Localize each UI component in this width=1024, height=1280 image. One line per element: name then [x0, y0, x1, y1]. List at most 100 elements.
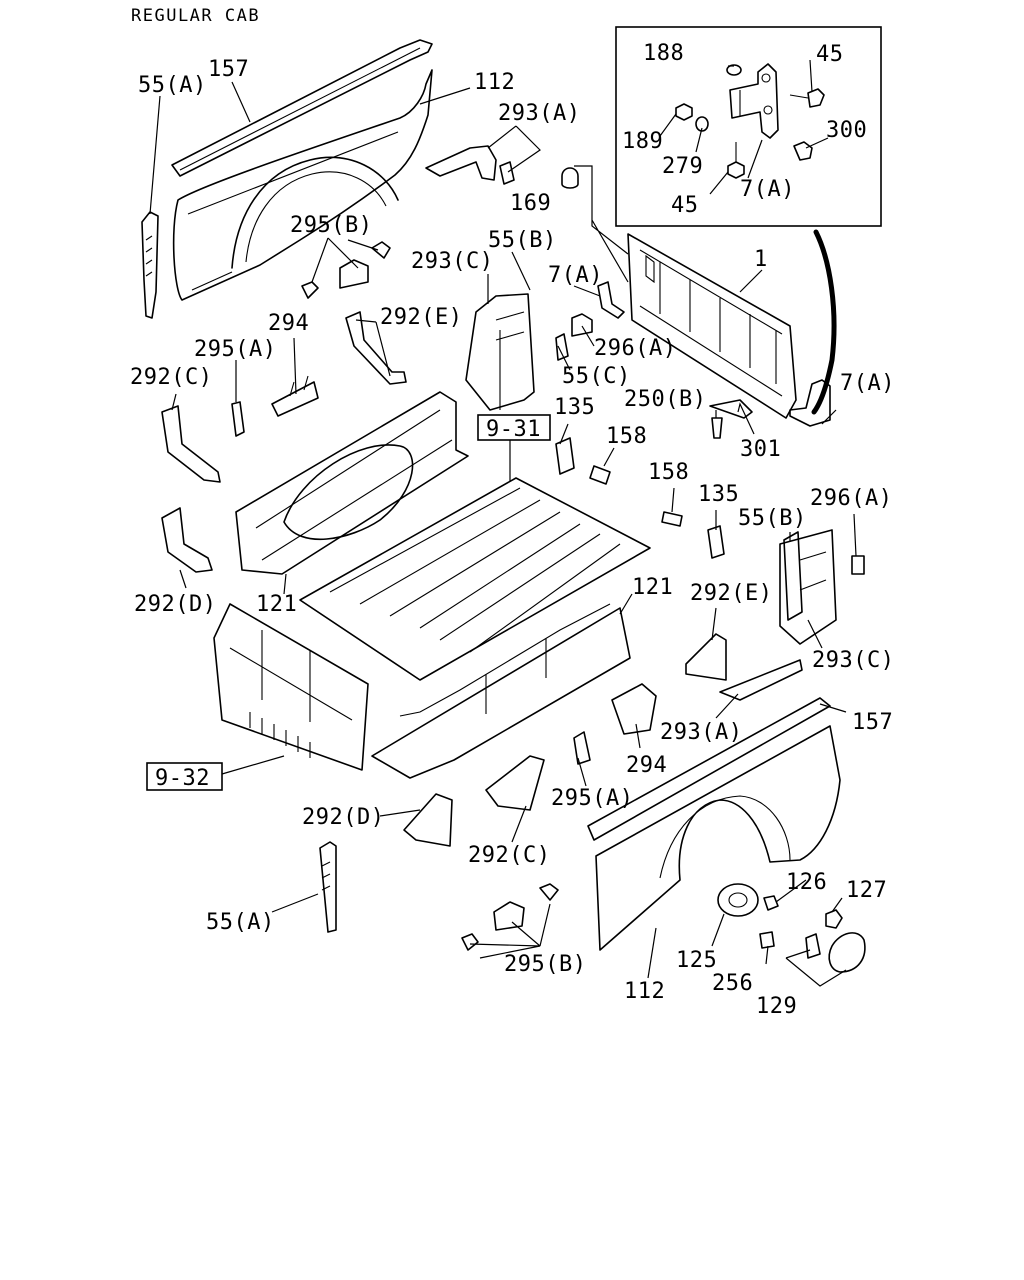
- hinge-7a-right: [789, 379, 831, 427]
- part-labels: 55(A) 157 112 293(A) 188 45 189 279 300 …: [130, 41, 895, 1019]
- ref-box-9-32: [146, 762, 223, 791]
- bracket-135-upper: [555, 437, 575, 475]
- bracket-301: [709, 399, 753, 419]
- label-293c: 293(C): [411, 249, 493, 274]
- bolt-158-mid: [661, 511, 683, 527]
- plug-169: [561, 167, 579, 189]
- label-295a: 295(A): [551, 786, 633, 811]
- side-rail-left-157: [171, 39, 433, 177]
- bracket-292d-lower: [403, 793, 453, 847]
- screw-250b: [711, 417, 723, 439]
- label-292c: 292(C): [130, 365, 212, 390]
- clip-296a-right: [851, 555, 865, 575]
- bracket-294-upper: [271, 375, 319, 417]
- bracket-292e-upper: [345, 311, 407, 385]
- fuel-door-129: [828, 932, 866, 973]
- label-293a: 293(A): [660, 720, 742, 745]
- bolt-127: [825, 909, 843, 929]
- ref-box-9-31: [477, 414, 551, 441]
- fender-left-112: [172, 69, 433, 301]
- label-292e: 292(E): [690, 581, 772, 606]
- seal-left-55a: [141, 211, 159, 319]
- side-rail-right-157: [587, 697, 831, 841]
- label-135: 135: [698, 482, 739, 507]
- label-169: 169: [510, 191, 551, 216]
- label-112: 112: [474, 70, 515, 95]
- clip-295a-lower: [573, 731, 591, 765]
- panel-293c-upper: [465, 293, 535, 411]
- label-7a: 7(A): [740, 177, 795, 202]
- label-1: 1: [754, 247, 768, 272]
- label-45: 45: [816, 42, 844, 67]
- clip-296a-upper: [571, 313, 593, 337]
- fender-right-112: [595, 725, 841, 951]
- label-127: 127: [846, 878, 887, 903]
- panel-293c-lower: [779, 529, 837, 645]
- seal-left-55a-lower: [319, 841, 337, 933]
- label-188: 188: [643, 41, 684, 66]
- label-55a: 55(A): [138, 73, 207, 98]
- clip-295a-upper: [231, 401, 245, 437]
- label-295b: 295(B): [290, 213, 372, 238]
- label-55b: 55(B): [738, 506, 807, 531]
- label-301: 301: [740, 437, 781, 462]
- bed-side-panel-121: [371, 603, 631, 779]
- label-157: 157: [208, 57, 249, 82]
- label-135: 135: [554, 395, 595, 420]
- clips-295b-lower: [493, 901, 525, 931]
- label-129: 129: [756, 994, 797, 1019]
- tailgate-1: [627, 233, 797, 419]
- bolt-158-upper: [589, 465, 611, 485]
- label-296a: 296(A): [810, 486, 892, 511]
- label-294: 294: [626, 753, 667, 778]
- label-55b: 55(B): [488, 228, 557, 253]
- hinge-129: [805, 933, 821, 959]
- bracket-7a-mid: [597, 281, 625, 319]
- label-158: 158: [648, 460, 689, 485]
- diagram-header: REGULAR CAB: [131, 6, 260, 26]
- bracket-292c-lower: [485, 755, 545, 811]
- label-293a: 293(A): [498, 101, 580, 126]
- clip-295b-lower-right: [539, 883, 559, 901]
- label-292e: 292(E): [380, 305, 462, 330]
- clips-295b-upper: [301, 241, 391, 299]
- label-294: 294: [268, 311, 309, 336]
- bracket-292d-upper: [161, 507, 213, 573]
- seal-55b-right: [783, 531, 803, 621]
- label-279: 279: [662, 154, 703, 179]
- bolt-126: [763, 895, 779, 911]
- label-295b: 295(B): [504, 952, 586, 977]
- clip-295b-lower-left: [461, 933, 479, 951]
- leader-lines: [149, 59, 857, 987]
- label-7a: 7(A): [840, 371, 895, 396]
- label-55a: 55(A): [206, 910, 275, 935]
- tailgate-strap: [811, 229, 837, 415]
- bracket-293a-upper: [425, 145, 515, 185]
- label-125: 125: [676, 948, 717, 973]
- bed-front-panel-121: [235, 391, 469, 575]
- bracket-294-lower: [611, 683, 657, 735]
- label-121: 121: [632, 575, 673, 600]
- bulkhead-9-32: [213, 603, 369, 771]
- label-250b: 250(B): [624, 387, 706, 412]
- label-256: 256: [712, 971, 753, 996]
- label-189: 189: [622, 129, 663, 154]
- label-112: 112: [624, 979, 665, 1004]
- bracket-292c-upper: [161, 405, 221, 483]
- label-7a: 7(A): [548, 263, 603, 288]
- label-158: 158: [606, 424, 647, 449]
- clip-256: [759, 931, 775, 949]
- label-121: 121: [256, 592, 297, 617]
- seal-55c: [555, 333, 569, 361]
- label-300: 300: [826, 118, 867, 143]
- ref-9-32: 9-32: [155, 766, 210, 791]
- label-292c: 292(C): [468, 843, 550, 868]
- label-296a: 296(A): [594, 336, 676, 361]
- inset-detail-box: [615, 26, 882, 227]
- label-292d: 292(D): [302, 805, 384, 830]
- label-293c: 293(C): [812, 648, 894, 673]
- label-292d: 292(D): [134, 592, 216, 617]
- label-45: 45: [671, 193, 699, 218]
- label-55c: 55(C): [562, 364, 631, 389]
